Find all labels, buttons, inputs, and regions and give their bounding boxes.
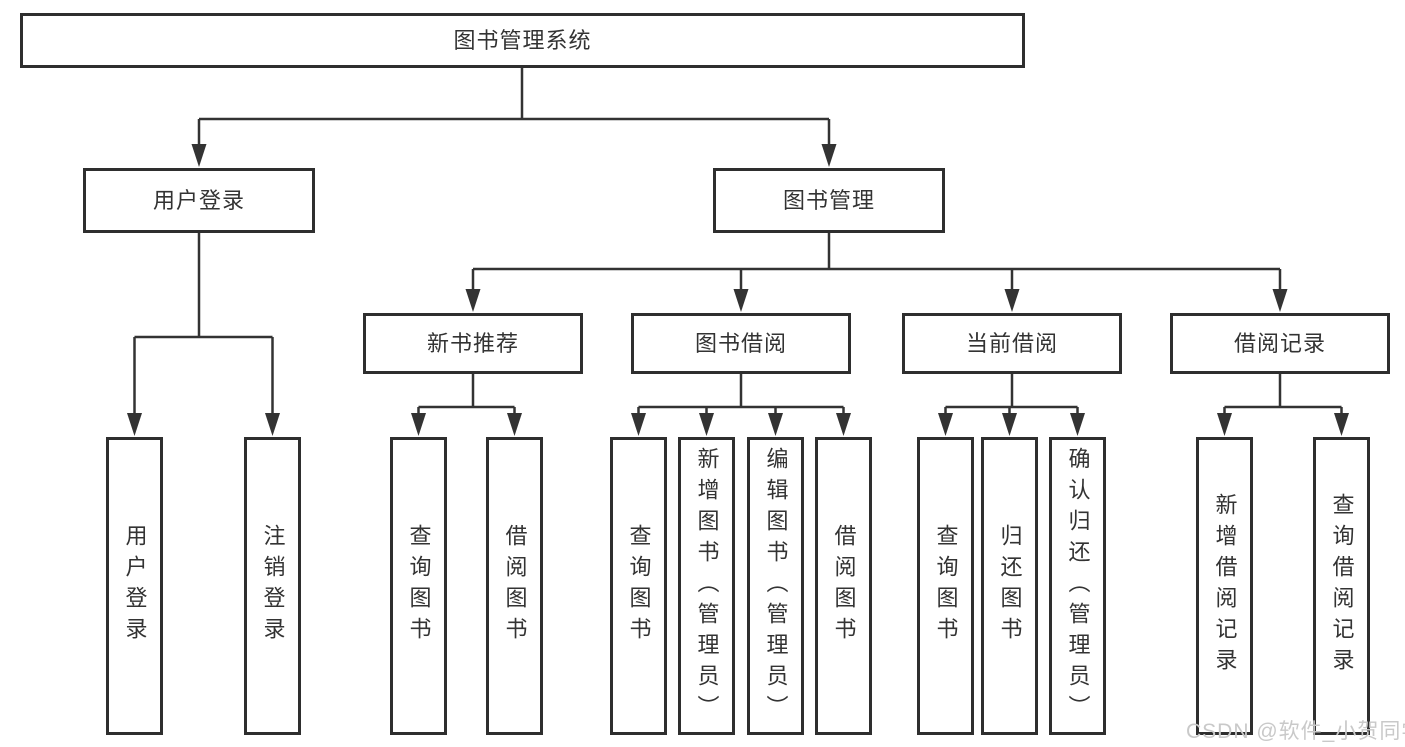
- arrow-down-icon: [836, 413, 851, 436]
- node-borrowing-records: 借阅记录: [1170, 313, 1390, 374]
- arrow-down-icon: [1334, 413, 1349, 436]
- node-system-root: 图书管理系统: [20, 13, 1025, 68]
- connector-bookborrow-to-leaves: [637, 374, 845, 414]
- leaf-label: 借阅图书: [831, 524, 857, 648]
- leaf-label: 确认归还（管理员）: [1065, 446, 1091, 726]
- leaf-confirm-return-admin: 确认归还（管理员）: [1049, 437, 1106, 735]
- arrowhead-icons: [127, 144, 1349, 436]
- arrow-down-icon: [1217, 413, 1232, 436]
- leaf-label: 查询图书: [406, 524, 432, 648]
- arrow-down-icon: [1272, 289, 1288, 312]
- node-label: 新书推荐: [426, 330, 519, 356]
- leaf-borrow-books: 借阅图书: [486, 437, 543, 735]
- leaf-borrow-books: 借阅图书: [815, 437, 872, 735]
- arrow-down-icon: [821, 144, 837, 167]
- leaf-query-books: 查询图书: [390, 437, 447, 735]
- arrow-down-icon: [127, 413, 142, 436]
- node-book-management: 图书管理: [713, 168, 945, 233]
- arrow-down-icon: [507, 413, 522, 436]
- leaf-label: 注销登录: [260, 524, 286, 648]
- leaf-label: 用户登录: [122, 524, 148, 648]
- node-label: 图书管理系统: [453, 27, 592, 53]
- leaf-label: 查询图书: [626, 524, 652, 648]
- leaf-return-books: 归还图书: [981, 437, 1038, 735]
- arrow-down-icon: [768, 413, 783, 436]
- leaf-query-books: 查询图书: [917, 437, 974, 735]
- arrow-down-icon: [938, 413, 953, 436]
- leaf-label: 新增借阅记录: [1212, 493, 1238, 679]
- leaf-add-borrow-record: 新增借阅记录: [1196, 437, 1253, 735]
- leaf-user-login: 用户登录: [106, 437, 163, 735]
- arrow-down-icon: [411, 413, 426, 436]
- connector-mgmt-to-level3: [471, 233, 1282, 290]
- csdn-watermark: CSDN @软件_小贺同学: [1186, 720, 1405, 743]
- arrow-down-icon: [1002, 413, 1017, 436]
- node-user-login: 用户登录: [83, 168, 315, 233]
- node-new-book-recommend: 新书推荐: [363, 313, 583, 374]
- leaf-label: 查询借阅记录: [1329, 493, 1355, 679]
- leaf-label: 新增图书（管理员）: [694, 446, 720, 726]
- node-book-borrowing: 图书借阅: [631, 313, 851, 374]
- node-label: 图书管理: [782, 187, 875, 213]
- leaf-add-books-admin: 新增图书（管理员）: [678, 437, 735, 735]
- leaf-query-books: 查询图书: [610, 437, 667, 735]
- connector-newbooks-to-leaves: [417, 374, 516, 414]
- connector-records-to-leaves: [1223, 374, 1343, 414]
- leaf-edit-books-admin: 编辑图书（管理员）: [747, 437, 804, 735]
- arrow-down-icon: [265, 413, 280, 436]
- leaf-label: 查询图书: [933, 524, 959, 648]
- arrow-down-icon: [1004, 289, 1020, 312]
- node-label: 借阅记录: [1233, 330, 1326, 356]
- arrow-down-icon: [733, 289, 749, 312]
- leaf-label: 借阅图书: [502, 524, 528, 648]
- arrow-down-icon: [465, 289, 481, 312]
- connector-login-to-leaves: [133, 233, 274, 414]
- node-label: 图书借阅: [694, 330, 787, 356]
- node-label: 当前借阅: [965, 330, 1058, 356]
- arrow-down-icon: [699, 413, 714, 436]
- leaf-query-borrow-record: 查询借阅记录: [1313, 437, 1370, 735]
- leaf-logout: 注销登录: [244, 437, 301, 735]
- arrow-down-icon: [191, 144, 207, 167]
- node-current-borrowing: 当前借阅: [902, 313, 1122, 374]
- leaf-label: 归还图书: [997, 524, 1023, 648]
- arrow-down-icon: [631, 413, 646, 436]
- leaf-label: 编辑图书（管理员）: [763, 446, 789, 726]
- node-label: 用户登录: [152, 187, 245, 213]
- connector-root-to-level2: [197, 68, 831, 145]
- arrow-down-icon: [1070, 413, 1085, 436]
- connector-currentborrow-to-leaves: [944, 374, 1079, 414]
